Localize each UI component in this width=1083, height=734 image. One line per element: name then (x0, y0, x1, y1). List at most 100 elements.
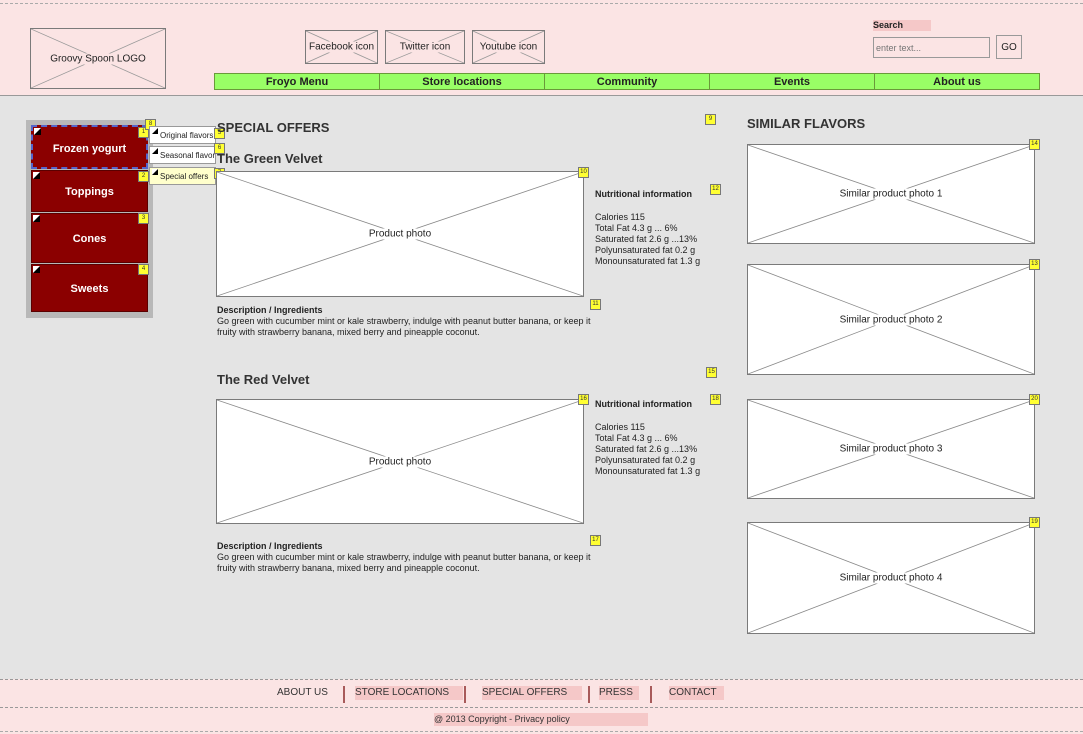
footer-separator (343, 686, 345, 703)
page-title: SPECIAL OFFERS (217, 120, 330, 135)
annotation-note: 18 (710, 394, 721, 405)
youtube-icon-label: Youtube icon (477, 41, 540, 53)
annotation-note: 5 (214, 128, 225, 139)
annotation-note: 6 (214, 143, 225, 154)
corner-marker-icon (34, 128, 41, 135)
similar-product-photo[interactable]: Similar product photo 4 (747, 522, 1035, 634)
similar-title: SIMILAR FLAVORS (747, 116, 866, 131)
nutrition-item: Calories 115 (595, 422, 645, 432)
nutrition-item: Saturated fat 2.6 g ...13% (595, 234, 698, 244)
search-label: Search (873, 20, 931, 31)
nutrition-item: Total Fat 4.3 g ... 6% (595, 223, 678, 233)
sidebar-item-frozen-yogurt[interactable]: Frozen yogurt (31, 125, 148, 169)
nutrition-item: Monounsaturated fat 1.3 g (595, 256, 701, 266)
logo[interactable]: Groovy Spoon LOGO (30, 28, 166, 89)
nutrition-list: Calories 115 Total Fat 4.3 g ... 6% Satu… (595, 212, 700, 267)
annotation-note: 10 (578, 167, 589, 178)
main-nav: Froyo Menu Store locations Community Eve… (214, 73, 1040, 90)
nutrition-item: Calories 115 (595, 212, 645, 222)
annotation-note: 17 (590, 535, 601, 546)
product-photo[interactable]: Product photo (216, 399, 584, 524)
product-photo-label: Product photo (366, 228, 434, 240)
copyright-text: @ 2013 Copyright - Privacy policy (434, 714, 570, 724)
similar-product-photo[interactable]: Similar product photo 3 (747, 399, 1035, 499)
nav-store-locations[interactable]: Store locations (380, 74, 545, 90)
corner-marker-icon (33, 215, 40, 222)
nav-events[interactable]: Events (710, 74, 875, 90)
sidebar-item-label: Sweets (70, 283, 109, 295)
nav-community[interactable]: Community (545, 74, 710, 90)
footer-separator (464, 686, 466, 703)
product-name: The Green Velvet (217, 151, 323, 166)
facebook-icon-label: Facebook icon (306, 41, 377, 53)
footer-link-about-us[interactable]: ABOUT US (277, 687, 328, 698)
sidebar-item-toppings[interactable]: Toppings (31, 170, 148, 212)
similar-product-label: Similar product photo 2 (837, 314, 945, 325)
flyout-special-offers[interactable]: Special offers (149, 167, 216, 185)
flyout-label: Original flavors (160, 131, 214, 140)
footer-link-contact[interactable]: CONTACT (669, 686, 724, 700)
annotation-note: 15 (706, 367, 717, 378)
flyout-seasonal-flavors[interactable]: Seasonal flavors (149, 146, 216, 164)
annotation-note: 9 (705, 114, 716, 125)
footer-separator (650, 686, 652, 703)
similar-product-label: Similar product photo 1 (837, 188, 945, 200)
nutrition-title: Nutritional information (595, 399, 692, 409)
footer-separator (588, 686, 590, 703)
sidebar-item-label: Cones (72, 233, 107, 245)
annotation-note: 4 (138, 264, 149, 275)
similar-product-photo[interactable]: Similar product photo 2 (747, 264, 1035, 375)
description-title: Description / Ingredients (217, 305, 323, 315)
footer-link-special-offers[interactable]: SPECIAL OFFERS (482, 686, 582, 700)
nutrition-list: Calories 115 Total Fat 4.3 g ... 6% Satu… (595, 422, 700, 477)
nav-about-us[interactable]: About us (933, 76, 981, 88)
flyout-label: Special offers (160, 172, 209, 181)
youtube-icon[interactable]: Youtube icon (472, 30, 545, 64)
footer-divider (0, 707, 1083, 708)
nutrition-item: Polyunsaturated fat 0.2 g (595, 455, 696, 465)
nutrition-title: Nutritional information (595, 189, 692, 199)
product-name: The Red Velvet (217, 372, 310, 387)
description-text: Go green with cucumber mint or kale stra… (217, 552, 591, 573)
annotation-note: 14 (1029, 139, 1040, 150)
corner-marker-icon (152, 148, 158, 154)
top-dashed-border (0, 3, 1083, 4)
nutrition-item: Polyunsaturated fat 0.2 g (595, 245, 696, 255)
sidebar-item-sweets[interactable]: Sweets (31, 264, 148, 312)
nav-froyo-menu[interactable]: Froyo Menu (215, 74, 380, 90)
twitter-icon-label: Twitter icon (397, 41, 453, 53)
annotation-note: 19 (1029, 517, 1040, 528)
annotation-note: 13 (1029, 259, 1040, 270)
similar-product-photo[interactable]: Similar product photo 1 (747, 144, 1035, 244)
product-photo-label: Product photo (366, 456, 434, 467)
nutrition-item: Monounsaturated fat 1.3 g (595, 466, 701, 476)
footer-link-press[interactable]: PRESS (599, 686, 639, 700)
annotation-note: 2 (138, 171, 149, 182)
similar-product-label: Similar product photo 4 (837, 572, 945, 584)
corner-marker-icon (152, 128, 158, 134)
corner-marker-icon (33, 172, 40, 179)
flyout-original-flavors[interactable]: Original flavors (149, 126, 216, 144)
description-text: Go green with cucumber mint or kale stra… (217, 316, 591, 337)
nutrition-item: Total Fat 4.3 g ... 6% (595, 433, 678, 443)
search-input[interactable] (873, 37, 990, 58)
bottom-dashed-border (0, 731, 1083, 732)
similar-product-label: Similar product photo 3 (837, 443, 945, 455)
footer-link-store-locations[interactable]: STORE LOCATIONS (355, 686, 463, 700)
annotation-note: 20 (1029, 394, 1040, 405)
product-photo[interactable]: Product photo (216, 171, 584, 297)
search-button[interactable]: GO (996, 35, 1022, 59)
annotation-note: 16 (578, 394, 589, 405)
description-title: Description / Ingredients (217, 541, 323, 551)
annotation-note: 1 (138, 127, 149, 138)
sidebar-item-label: Toppings (65, 186, 114, 198)
sidebar-item-cones[interactable]: Cones (31, 213, 148, 263)
logo-label: Groovy Spoon LOGO (48, 53, 148, 64)
corner-marker-icon (33, 266, 40, 273)
annotation-note: 11 (590, 299, 601, 310)
nutrition-item: Saturated fat 2.6 g ...13% (595, 444, 698, 454)
twitter-icon[interactable]: Twitter icon (385, 30, 465, 64)
corner-marker-icon (152, 169, 158, 175)
sidebar-item-label: Frozen yogurt (52, 143, 127, 155)
facebook-icon[interactable]: Facebook icon (305, 30, 378, 64)
